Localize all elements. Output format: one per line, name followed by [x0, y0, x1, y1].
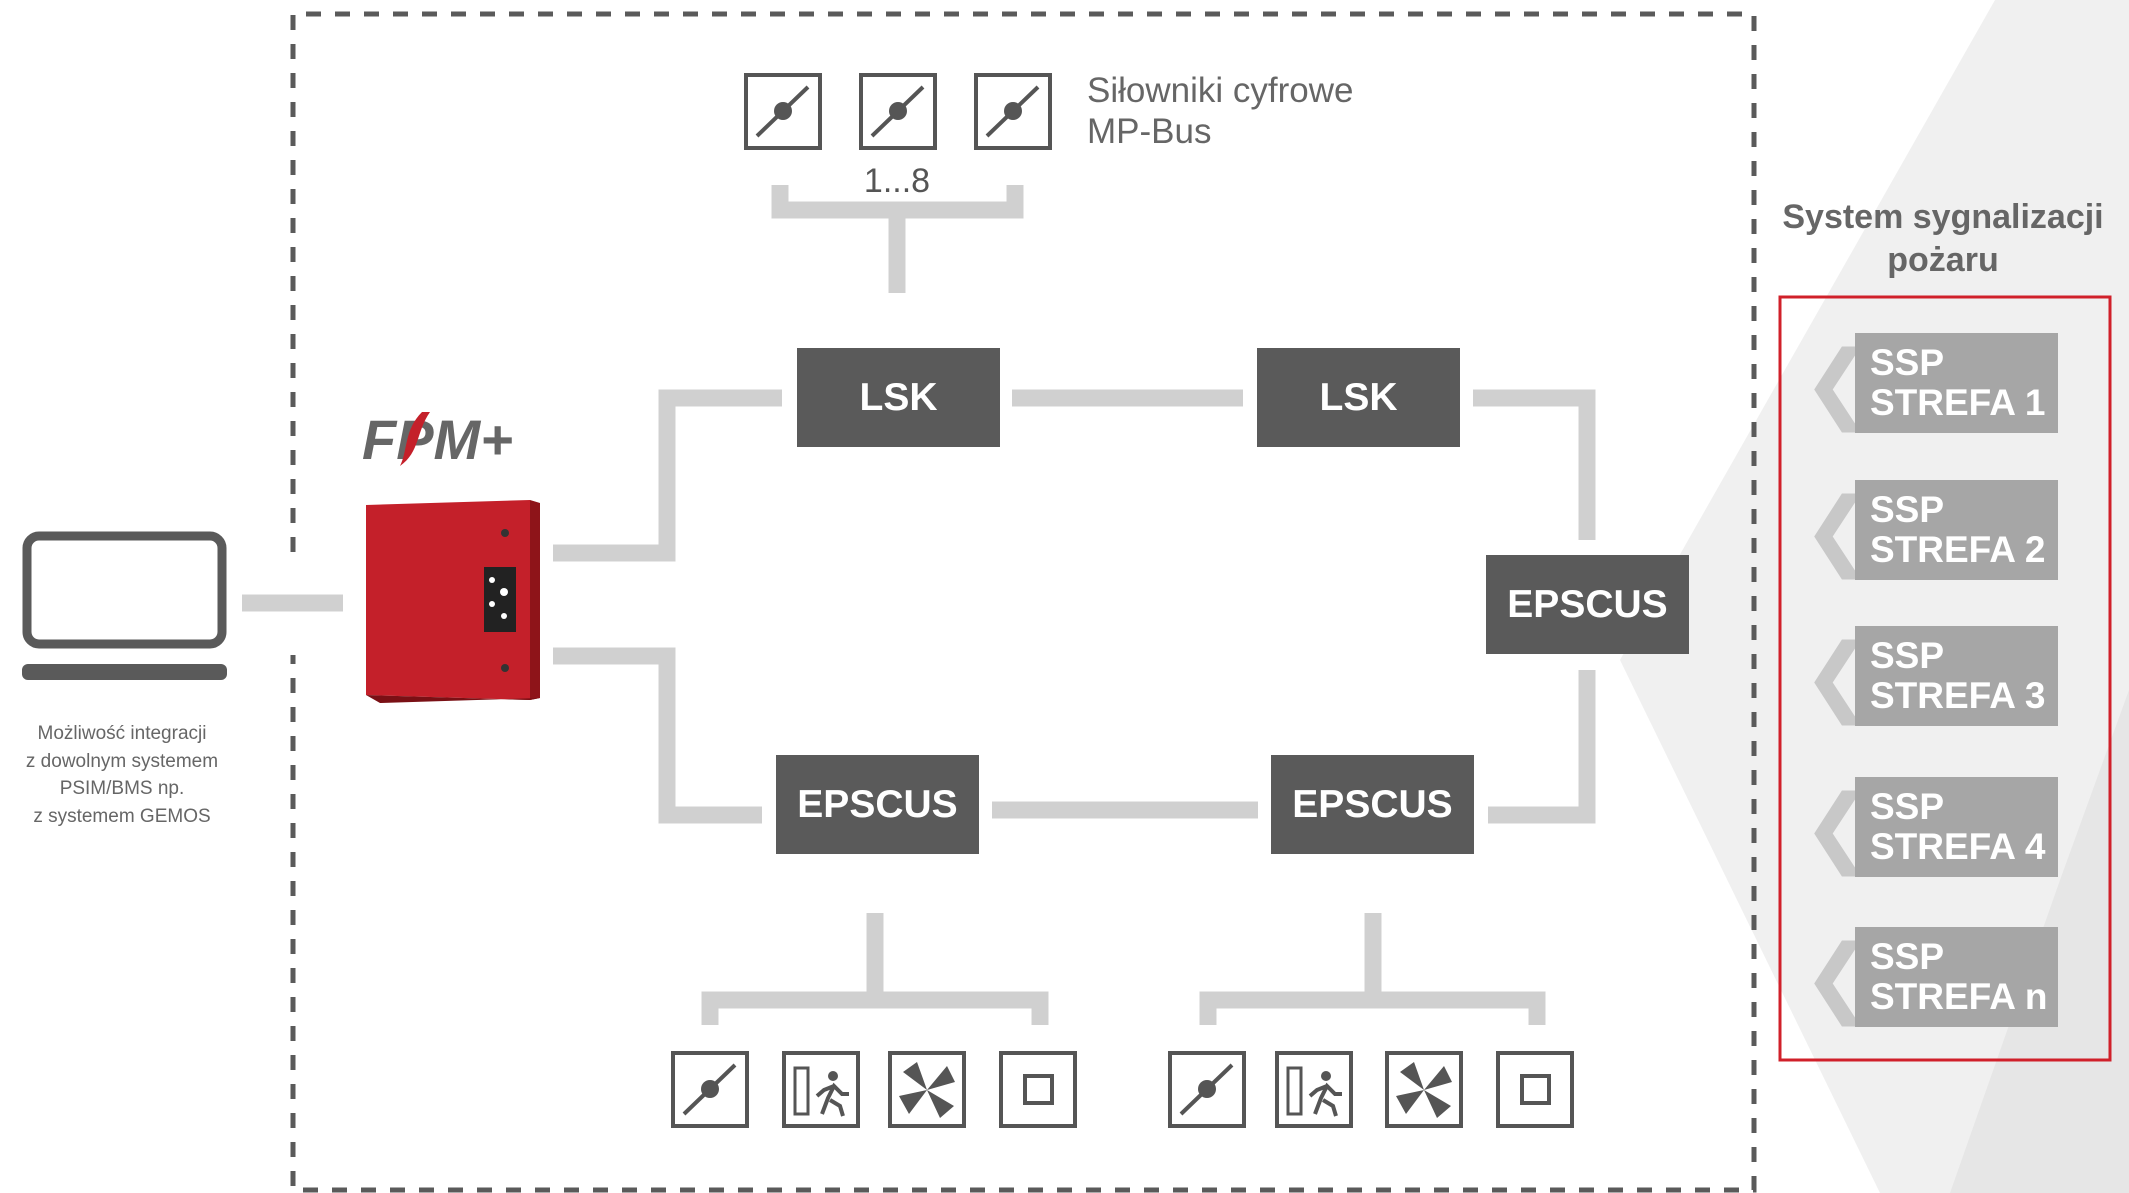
- ssp-zone-line: SSP: [1870, 489, 1945, 530]
- zone-chevron-icon: ❮: [1802, 335, 1875, 431]
- ssp-zone-line: SSP: [1870, 786, 1945, 827]
- ssp-zone-line: STREFA 1: [1870, 382, 2046, 423]
- actuators-label: Siłowniki cyfrowe MP-Bus: [1087, 70, 1353, 152]
- zone-chevron-icon: ❮: [1802, 929, 1875, 1025]
- square-device-icon: [999, 1051, 1077, 1128]
- damper-icon: [671, 1051, 749, 1128]
- caption-line: z systemem GEMOS: [33, 805, 211, 827]
- connector-lines: [242, 185, 1596, 1025]
- square-device-icon: [1496, 1051, 1574, 1128]
- caption-line: PSIM/BMS np.: [59, 778, 185, 799]
- ssp-zone-line: STREFA 2: [1870, 529, 2046, 570]
- lsk-node-1: LSK: [797, 348, 1000, 447]
- ssp-zone-line: SSP: [1870, 936, 1945, 977]
- lsk-node-2: LSK: [1257, 348, 1460, 447]
- zone-chevron-icon: ❮: [1802, 628, 1875, 724]
- actuators-label-line: MP-Bus: [1087, 112, 1212, 151]
- epscus-node-right: EPSCUS: [1486, 555, 1689, 654]
- device-group-right: [1168, 1051, 1574, 1128]
- zone-chevron-icon: ❮: [1802, 779, 1875, 875]
- ssp-zone-box: SSP STREFA 2: [1855, 480, 2058, 580]
- laptop-icon: [22, 531, 227, 680]
- emergency-exit-icon: [782, 1051, 860, 1128]
- ssp-zone-box: SSP STREFA 4: [1855, 777, 2058, 877]
- system-boundary: [290, 11, 1757, 1193]
- ssp-zone-line: SSP: [1870, 342, 1945, 383]
- fan-icon: [1385, 1051, 1463, 1128]
- fire-alarm-title-line: System sygnalizacji: [1782, 198, 2104, 236]
- fpm-logo-text: FPM+: [362, 408, 513, 471]
- fan-icon: [888, 1051, 966, 1128]
- fire-control-panel-icon: [366, 500, 540, 703]
- damper-icon: [744, 73, 822, 150]
- integration-caption: Możliwość integracji z dowolnym systemem…: [0, 720, 244, 830]
- actuators-label-line: Siłowniki cyfrowe: [1087, 71, 1354, 110]
- ssp-zone-box: SSP STREFA 3: [1855, 626, 2058, 726]
- epscus-node-bottom-left: EPSCUS: [776, 755, 979, 854]
- actuator-count-label: 1...8: [863, 162, 931, 200]
- ssp-zone-box: SSP STREFA 1: [1855, 333, 2058, 433]
- damper-icon: [974, 73, 1052, 150]
- ssp-zone-line: SSP: [1870, 635, 1945, 676]
- ssp-zone-line: STREFA 3: [1870, 675, 2046, 716]
- epscus-node-bottom-right: EPSCUS: [1271, 755, 1474, 854]
- fire-alarm-frame: [1778, 295, 2112, 1062]
- fire-alarm-title-line: pożaru: [1887, 241, 1999, 279]
- damper-icon: [1168, 1051, 1246, 1128]
- emergency-exit-icon: [1275, 1051, 1353, 1128]
- top-actuators: [744, 73, 1052, 150]
- caption-line: z dowolnym systemem: [25, 750, 219, 772]
- damper-icon: [859, 73, 937, 150]
- ssp-zone-line: STREFA 4: [1870, 826, 2046, 867]
- caption-line: Możliwość integracji: [37, 723, 207, 744]
- fpm-logo: FPM+: [362, 408, 513, 471]
- ssp-zone-line: STREFA n: [1870, 976, 2048, 1017]
- zone-chevron-icon: ❮: [1802, 482, 1875, 578]
- ssp-zone-box: SSP STREFA n: [1855, 927, 2058, 1027]
- fire-alarm-title: System sygnalizacji pożaru: [1770, 196, 2116, 282]
- device-group-left: [671, 1051, 1077, 1128]
